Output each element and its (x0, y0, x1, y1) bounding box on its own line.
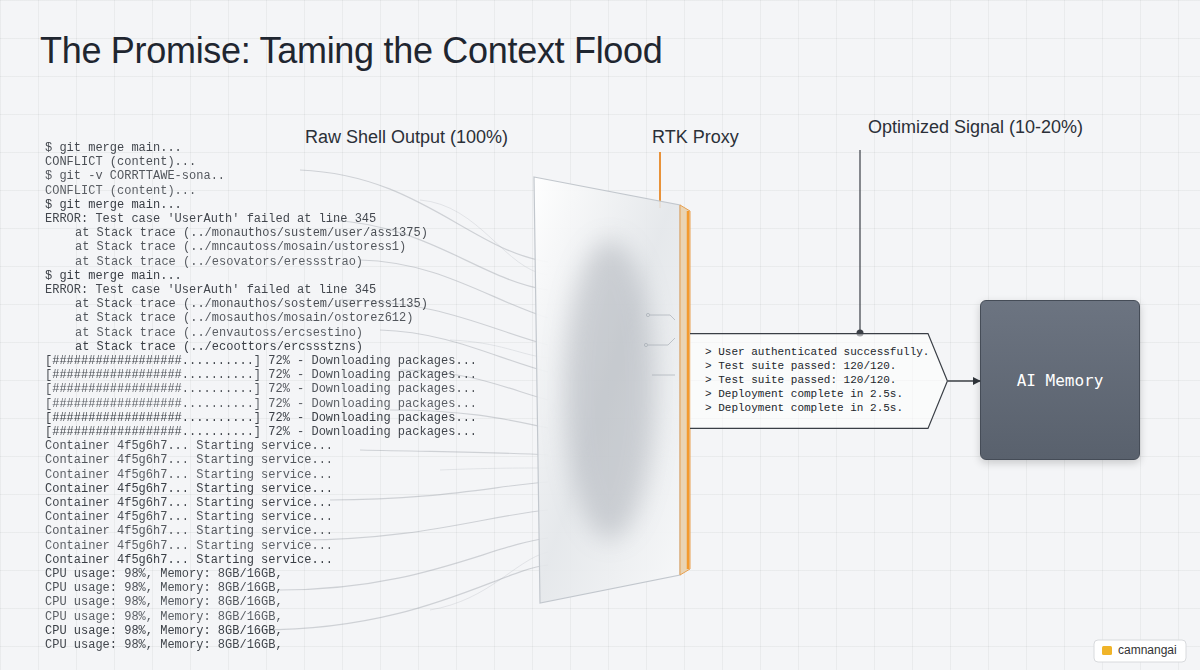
shell-output-line: $ git merge main... (45, 141, 182, 155)
shell-output-line: Container 4f5g6h7... Starting service... (45, 553, 333, 567)
node-heading: Optimized Signal (10-20%) (868, 117, 1083, 138)
shell-output-line: Container 4f5g6h7... Starting service... (45, 510, 333, 524)
node-label: AI Memory (1017, 371, 1104, 390)
shell-output-line: Container 4f5g6h7... Starting service... (45, 439, 333, 453)
shell-output-line: Container 4f5g6h7... Starting service... (45, 496, 333, 510)
shell-output-line: [##################..........] 72% - Dow… (45, 397, 477, 411)
shell-output-line: at Stack trace (../monauthos/sostem/user… (75, 297, 428, 311)
glass-panel-shape (530, 175, 695, 605)
signal-line: > Test suite passed: 120/120. (705, 359, 896, 373)
shell-output-line: CONFLICT (content)... (45, 184, 196, 198)
watermark: camnangai (1118, 643, 1177, 657)
watermark-badge (1094, 640, 1186, 662)
node-heading: RTK Proxy (652, 127, 739, 148)
signal-line: > Deployment complete in 2.5s. (705, 401, 903, 415)
shell-output-line: at Stack trace (../mncautoss/mosain/usto… (75, 240, 406, 254)
shell-output-line: CPU usage: 98%, Memory: 8GB/16GB, (45, 638, 283, 652)
leader-line (659, 152, 661, 208)
proxy-panel: RTK Proxy (530, 175, 695, 605)
memory-box: AI Memory (980, 300, 1140, 460)
signal-line: > User authenticated successfully. (705, 345, 929, 359)
signal-line: > Test suite passed: 120/120. (705, 373, 896, 387)
signal-line: > Deployment complete in 2.5s. (705, 387, 903, 401)
shell-output-line: Container 4f5g6h7... Starting service... (45, 482, 333, 496)
shell-output-line: CPU usage: 98%, Memory: 8GB/16GB, (45, 595, 283, 609)
shell-output-line: Container 4f5g6h7... Starting service... (45, 453, 333, 467)
shell-output-line: CPU usage: 98%, Memory: 8GB/16GB, (45, 567, 283, 581)
shell-output-line: $ git merge main... (45, 198, 182, 212)
shell-output-line: $ git merge main... (45, 269, 182, 283)
shell-output-line: Container 4f5g6h7... Starting service... (45, 468, 333, 482)
shell-output-line: Container 4f5g6h7... Starting service... (45, 524, 333, 538)
shell-output-line: at Stack trace (../monauthos/sustem/user… (75, 226, 428, 240)
shell-output-line: at Stack trace (../esovators/eressstrao) (75, 255, 363, 269)
shell-output-line: ERROR: Test case 'UserAuth' failed at li… (45, 283, 376, 297)
shell-output-line: [##################..........] 72% - Dow… (45, 354, 477, 368)
shell-output-line: [##################..........] 72% - Dow… (45, 425, 477, 439)
shell-output-line: Container 4f5g6h7... Starting service... (45, 539, 333, 553)
shell-output-line: at Stack trace (../envautoss/ercsestino) (75, 326, 363, 340)
diagram-title: The Promise: Taming the Context Flood (40, 30, 663, 72)
leader-line (859, 150, 860, 333)
shell-output-line: CPU usage: 98%, Memory: 8GB/16GB, (45, 624, 283, 638)
shell-output-line: CONFLICT (content)... (45, 155, 196, 169)
shell-output-line: ERROR: Test case 'UserAuth' failed at li… (45, 212, 376, 226)
shell-output-line: at Stack trace (../ecoottors/ercssstzns) (75, 340, 363, 354)
section-label: Raw Shell Output (100%) (305, 127, 508, 148)
signal-box: Optimized Signal (10-20%)> User authenti… (690, 333, 948, 429)
shell-output-line: at Stack trace (../mosauthos/mosain/osto… (75, 311, 413, 325)
shell-output-line: [##################..........] 72% - Dow… (45, 368, 477, 382)
shell-output-line: CPU usage: 98%, Memory: 8GB/16GB, (45, 581, 283, 595)
flow-arrow (948, 380, 980, 381)
watermark-icon (1102, 646, 1112, 655)
shell-output-line: [##################..........] 72% - Dow… (45, 411, 477, 425)
shell-output-line: CPU usage: 98%, Memory: 8GB/16GB, (45, 610, 283, 624)
shell-output-line: [##################..........] 72% - Dow… (45, 382, 477, 396)
shell-output-line: $ git -v CORRTTAWE-sona.. (45, 169, 225, 183)
